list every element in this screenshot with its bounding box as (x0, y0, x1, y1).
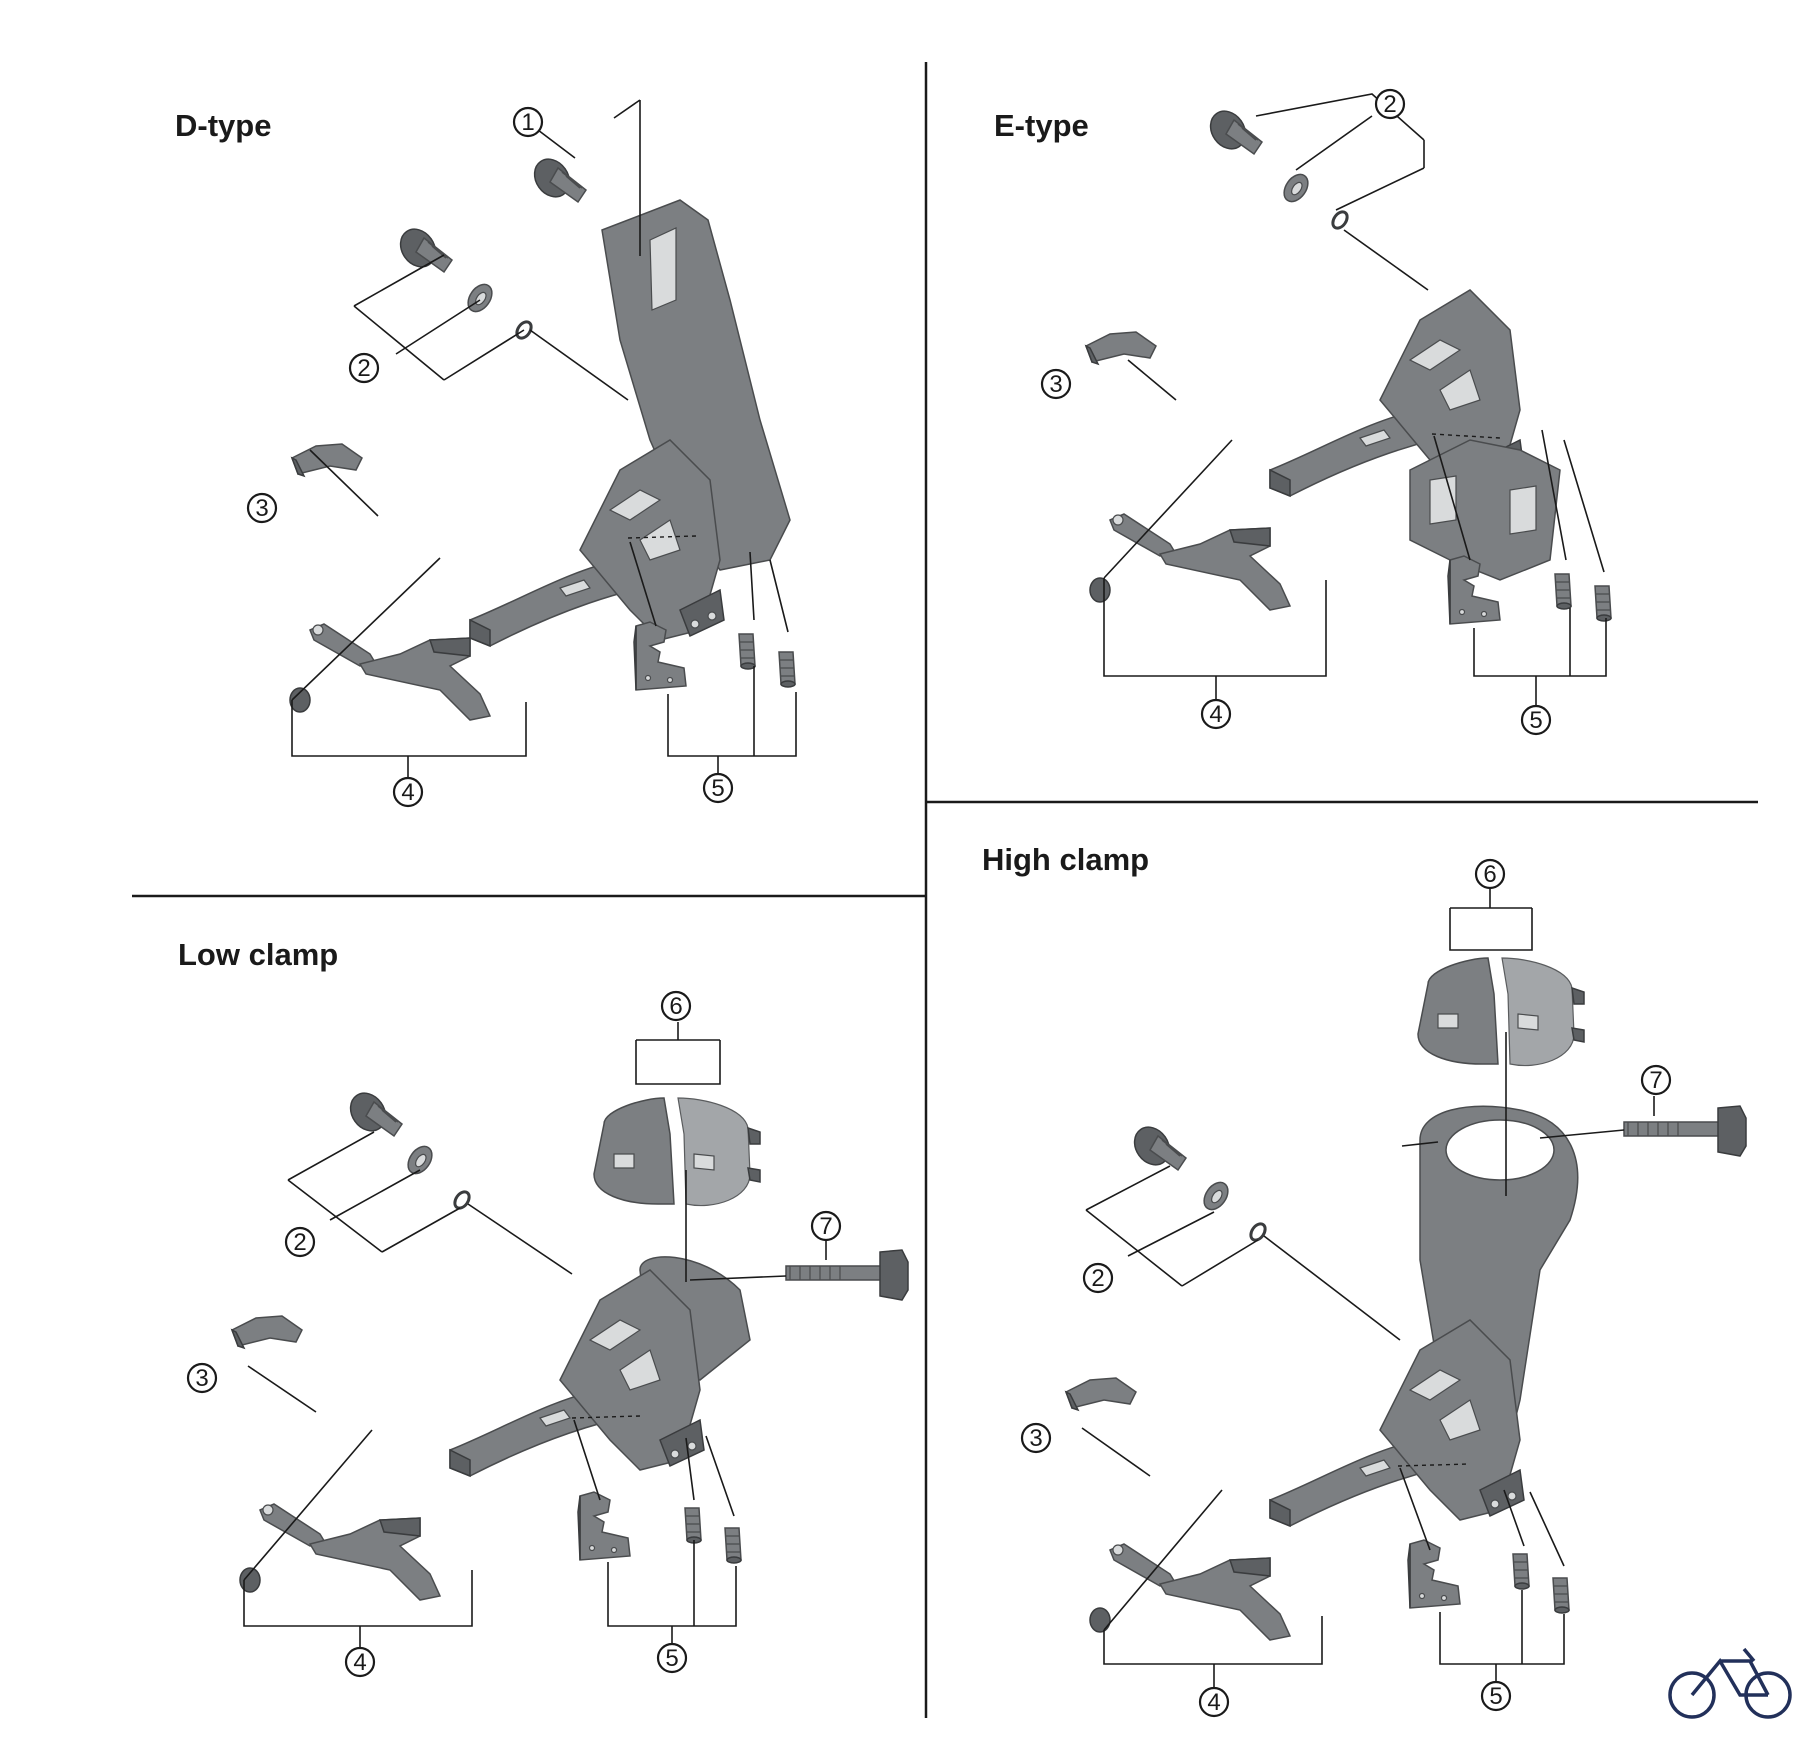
bolt-2-high (1126, 1119, 1187, 1173)
callout-5-low: 5 (656, 1642, 688, 1674)
panel-title-low-clamp: Low clamp (178, 937, 338, 972)
svg-text:7: 7 (1649, 1067, 1662, 1094)
svg-text:3: 3 (1049, 371, 1062, 398)
svg-text:3: 3 (1029, 1425, 1042, 1452)
lever-4-low (239, 1503, 441, 1601)
svg-text:5: 5 (665, 1645, 678, 1672)
e-type-mount-plate (1409, 439, 1561, 581)
derailleur-body-d (469, 439, 725, 647)
derailleur-body-low (449, 1269, 705, 1477)
panel-low-clamp: Low clamp 6 7 (178, 937, 909, 1678)
o-ring-2-e (1328, 207, 1352, 233)
bolt-2-low (342, 1085, 403, 1139)
callout-1: 1 (512, 106, 544, 138)
o-ring-2-high (1246, 1219, 1270, 1245)
svg-text:2: 2 (357, 355, 370, 382)
callout-3-low: 3 (186, 1362, 218, 1394)
screw-5b-e (1594, 585, 1612, 622)
bolt-2-e (1202, 103, 1263, 157)
callout-3-high: 3 (1020, 1422, 1052, 1454)
washer-2-e (1278, 169, 1314, 207)
screw-5a-high (1512, 1553, 1530, 1590)
panel-title-high-clamp: High clamp (982, 842, 1149, 877)
svg-text:1: 1 (521, 109, 534, 136)
bolt-2 (392, 221, 453, 275)
screw-5b (778, 651, 796, 688)
callout-2-high: 2 (1082, 1262, 1114, 1294)
lever-4 (289, 623, 491, 721)
svg-text:5: 5 (711, 775, 724, 802)
svg-text:4: 4 (1207, 1689, 1220, 1716)
washer-2 (462, 279, 498, 317)
clip-5-low (577, 1491, 631, 1561)
clamp-band-6 (593, 1097, 761, 1207)
callout-5-high: 5 (1480, 1680, 1512, 1712)
screw-5a (738, 633, 756, 670)
callout-4-high: 4 (1198, 1686, 1230, 1718)
lever-4-high (1089, 1543, 1291, 1641)
svg-text:6: 6 (669, 993, 682, 1020)
svg-text:3: 3 (255, 495, 268, 522)
svg-text:4: 4 (353, 1649, 366, 1676)
pad-3-low (231, 1315, 303, 1349)
callout-4-low: 4 (344, 1646, 376, 1678)
callout-5: 5 (702, 772, 734, 804)
panel-high-clamp: High clamp 6 (982, 842, 1747, 1718)
washer-2-low (402, 1141, 438, 1179)
callout-2-e: 2 (1374, 88, 1406, 120)
panel-e-type: E-type 2 3 4 (994, 88, 1612, 736)
svg-text:4: 4 (1209, 701, 1222, 728)
screw-5b-low (724, 1527, 742, 1564)
pad-3-e (1085, 331, 1157, 365)
callout-3-e: 3 (1040, 368, 1072, 400)
callout-7-low: 7 (810, 1210, 842, 1242)
screw-5b-high (1552, 1577, 1570, 1614)
washer-2-high (1198, 1177, 1234, 1215)
svg-text:3: 3 (195, 1365, 208, 1392)
long-bolt-7-high (1623, 1105, 1747, 1157)
svg-text:7: 7 (819, 1213, 832, 1240)
panel-d-type: D-type 1 2 (175, 99, 797, 808)
callout-5-e: 5 (1520, 704, 1552, 736)
panel-title-e-type: E-type (994, 108, 1089, 143)
svg-text:2: 2 (293, 1229, 306, 1256)
callout-3: 3 (246, 492, 278, 524)
svg-text:6: 6 (1483, 861, 1496, 888)
callout-2-low: 2 (284, 1226, 316, 1258)
o-ring-2-low (450, 1187, 474, 1213)
lever-4-e (1089, 513, 1291, 611)
callout-6-low: 6 (660, 990, 692, 1022)
derailleur-body-high (1269, 1319, 1525, 1527)
mount-bracket (601, 199, 791, 571)
screw-5a-e (1554, 573, 1572, 610)
clip-5-high (1407, 1539, 1461, 1609)
svg-text:4: 4 (401, 779, 414, 806)
panel-title-d-type: D-type (175, 108, 271, 143)
callout-4-e: 4 (1200, 698, 1232, 730)
callout-4: 4 (392, 776, 424, 808)
callout-2: 2 (348, 352, 380, 384)
callout-7-high: 7 (1640, 1064, 1672, 1096)
bolt-1 (526, 151, 587, 205)
svg-text:5: 5 (1489, 1683, 1502, 1710)
callout-6-high: 6 (1474, 858, 1506, 890)
svg-text:5: 5 (1529, 707, 1542, 734)
pad-3 (291, 443, 363, 477)
svg-text:2: 2 (1383, 91, 1396, 118)
clamp-band-6-high (1417, 957, 1585, 1067)
pad-3-high (1065, 1377, 1137, 1411)
bicycle-icon (1668, 1647, 1792, 1719)
long-bolt-7 (785, 1249, 909, 1301)
screw-5a-low (684, 1507, 702, 1544)
svg-text:2: 2 (1091, 1265, 1104, 1292)
